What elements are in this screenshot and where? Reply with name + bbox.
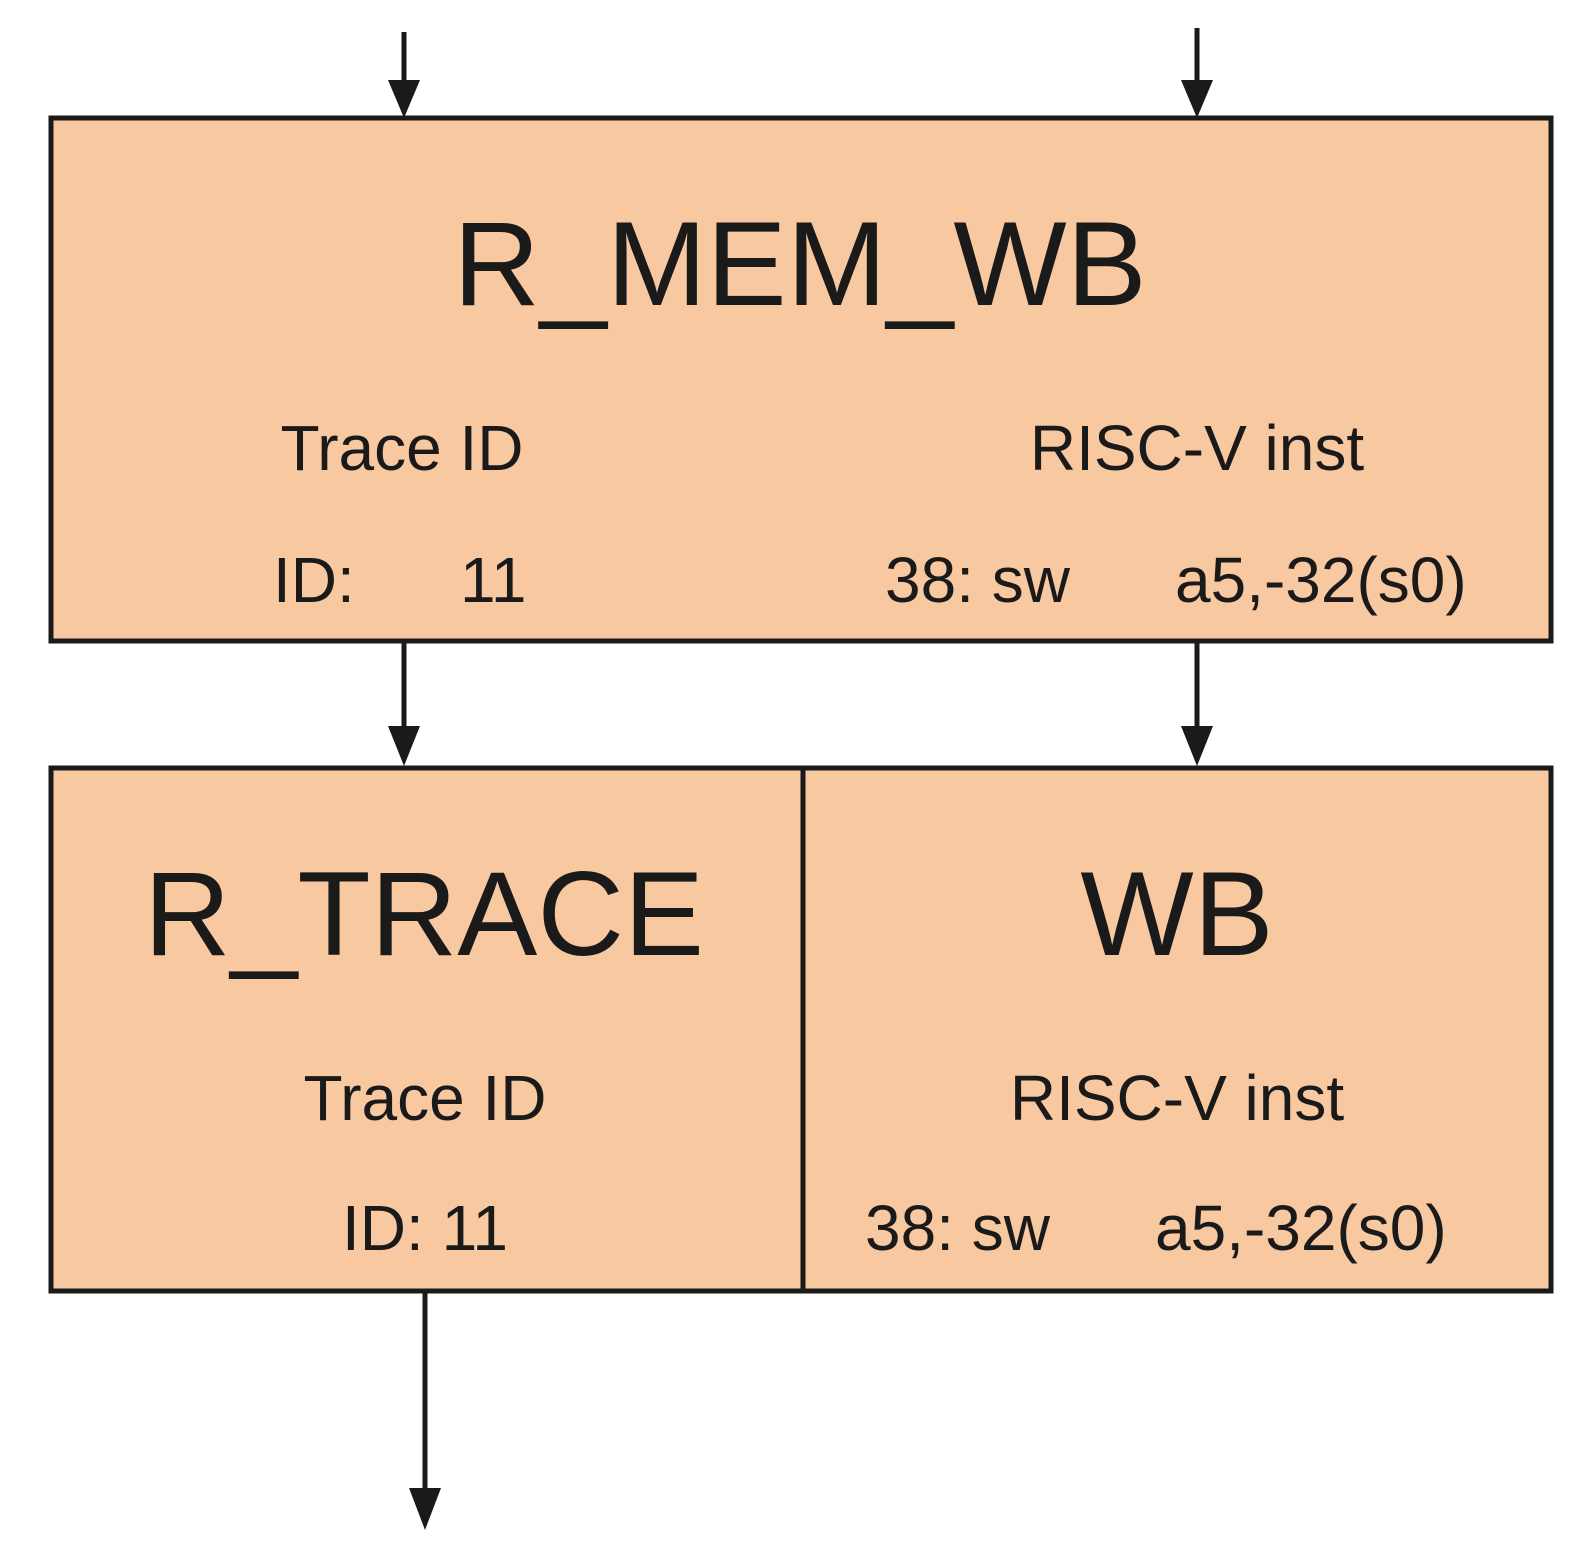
- r-trace-trace-header: Trace ID: [304, 1062, 547, 1134]
- wb-block: WB RISC-V inst 38: sw a5,-32(s0): [800, 765, 1554, 1294]
- r-mem-wb-inst-line: 38: sw: [885, 544, 1071, 616]
- r-mem-wb-inst-args: a5,-32(s0): [1175, 544, 1467, 616]
- arrow-into-trace-id: [388, 32, 420, 118]
- r-mem-wb-box: [48, 115, 1554, 644]
- wb-inst-header: RISC-V inst: [1010, 1062, 1345, 1134]
- r-mem-wb-trace-label: ID:: [273, 544, 355, 616]
- r-mem-wb-inst-header: RISC-V inst: [1030, 412, 1365, 484]
- r-mem-wb-trace-value: 11: [460, 544, 526, 616]
- wb-inst-args: a5,-32(s0): [1155, 1192, 1447, 1264]
- arrow-to-r-trace: [388, 641, 420, 766]
- r-mem-wb-block: R_MEM_WB Trace ID ID: 11 RISC-V inst 38:…: [48, 115, 1554, 644]
- r-mem-wb-title: R_MEM_WB: [453, 197, 1146, 331]
- arrow-to-wb: [1181, 641, 1213, 766]
- wb-inst-line: 38: sw: [865, 1192, 1051, 1264]
- r-trace-block: R_TRACE Trace ID ID: 11: [48, 765, 806, 1294]
- r-trace-trace-line: ID: 11: [342, 1192, 508, 1264]
- wb-box: [800, 765, 1554, 1294]
- r-mem-wb-trace-header: Trace ID: [281, 412, 524, 484]
- arrow-into-risc-v-inst: [1181, 28, 1213, 118]
- r-trace-title: R_TRACE: [144, 847, 704, 981]
- arrow-out-of-r-trace: [409, 1291, 441, 1530]
- wb-title: WB: [1080, 847, 1273, 981]
